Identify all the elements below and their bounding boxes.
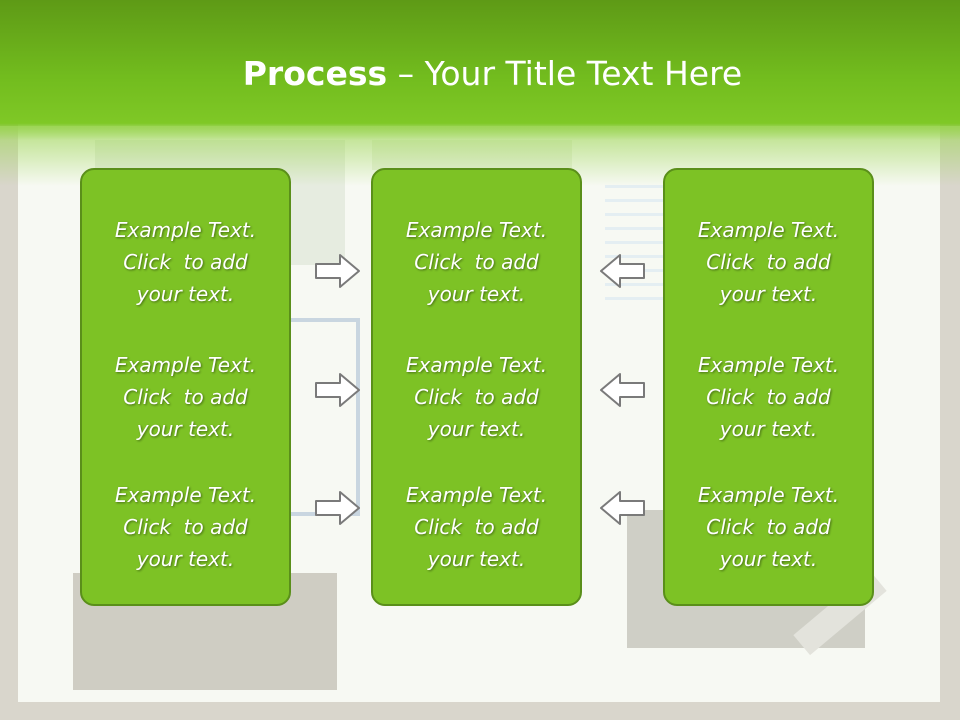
text-line: Example Text. — [114, 483, 257, 507]
header-band — [0, 0, 960, 140]
arrow-left-icon[interactable] — [598, 371, 646, 409]
text-item[interactable]: Example Text. Click to add your text. — [665, 479, 872, 575]
text-line: Example Text. — [114, 353, 257, 377]
arrow-right-icon[interactable] — [314, 371, 362, 409]
text-line: Click to add — [414, 385, 539, 409]
text-line: your text. — [136, 282, 235, 306]
text-line: Click to add — [123, 385, 248, 409]
background-lines — [605, 185, 663, 305]
arrow-right-icon[interactable] — [314, 489, 362, 527]
text-line: your text. — [136, 417, 235, 441]
process-box-right[interactable]: Example Text. Click to add your text. Ex… — [663, 168, 874, 606]
text-item[interactable]: Example Text. Click to add your text. — [82, 214, 289, 310]
background-frame — [260, 318, 360, 516]
arrow-right-icon[interactable] — [314, 252, 362, 290]
text-line: Example Text. — [114, 218, 257, 242]
text-line: Example Text. — [697, 483, 840, 507]
text-line: Example Text. — [697, 218, 840, 242]
text-item[interactable]: Example Text. Click to add your text. — [82, 349, 289, 445]
text-line: your text. — [427, 417, 526, 441]
text-line: your text. — [427, 282, 526, 306]
slide-title[interactable]: Process – Your Title Text Here — [0, 50, 960, 98]
text-line: Example Text. — [405, 218, 548, 242]
text-item[interactable]: Example Text. Click to add your text. — [665, 214, 872, 310]
text-item[interactable]: Example Text. Click to add your text. — [665, 349, 872, 445]
text-item[interactable]: Example Text. Click to add your text. — [82, 479, 289, 575]
text-line: Click to add — [414, 515, 539, 539]
text-item[interactable]: Example Text. Click to add your text. — [373, 349, 580, 445]
process-box-center[interactable]: Example Text. Click to add your text. Ex… — [371, 168, 582, 606]
text-line: Click to add — [123, 250, 248, 274]
text-line: Click to add — [414, 250, 539, 274]
arrow-left-icon[interactable] — [598, 489, 646, 527]
text-line: your text. — [719, 547, 818, 571]
text-line: your text. — [719, 282, 818, 306]
arrow-left-icon[interactable] — [598, 252, 646, 290]
text-item[interactable]: Example Text. Click to add your text. — [373, 479, 580, 575]
text-line: your text. — [136, 547, 235, 571]
text-line: Example Text. — [405, 353, 548, 377]
text-item[interactable]: Example Text. Click to add your text. — [373, 214, 580, 310]
process-box-left[interactable]: Example Text. Click to add your text. Ex… — [80, 168, 291, 606]
text-line: Example Text. — [697, 353, 840, 377]
title-rest: – Your Title Text Here — [387, 54, 743, 93]
title-bold: Process — [242, 54, 388, 93]
text-line: your text. — [719, 417, 818, 441]
text-line: Click to add — [706, 385, 831, 409]
text-line: Example Text. — [405, 483, 548, 507]
text-line: Click to add — [706, 515, 831, 539]
text-line: your text. — [427, 547, 526, 571]
text-line: Click to add — [123, 515, 248, 539]
text-line: Click to add — [706, 250, 831, 274]
